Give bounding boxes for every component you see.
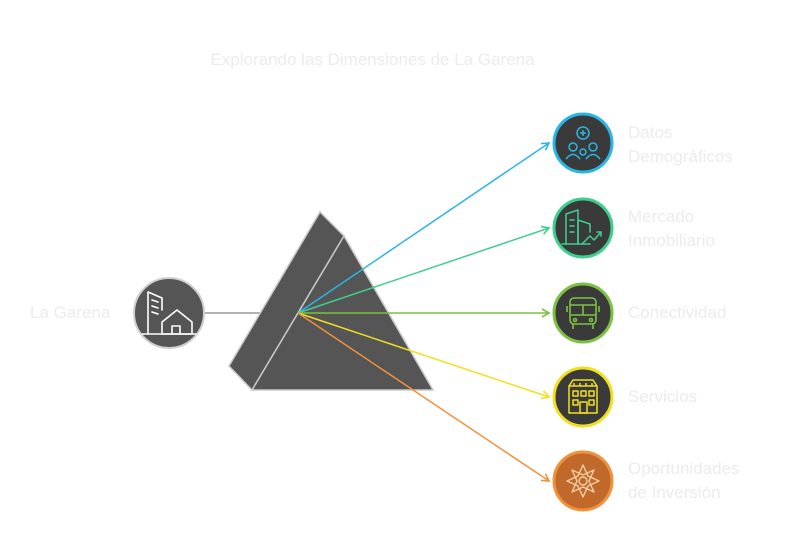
node-servicios: [552, 366, 614, 428]
buildings-house-icon: [141, 291, 197, 335]
label-conectividad: Conectividad: [628, 301, 788, 325]
ray-servicios: [297, 312, 551, 400]
label-datos-demograficos: Datos Demográficos: [628, 121, 788, 169]
people-group-icon: [565, 126, 601, 160]
label-mercado-inmobiliario: Mercado Inmobiliario: [628, 205, 788, 253]
output-rays: [297, 142, 551, 482]
label-line: Demográficos: [628, 147, 733, 166]
diagram-title: Explorando las Dimensiones de La Garena: [210, 50, 535, 69]
label-oportunidades-inversion: Oportunidades de Inversión: [628, 457, 788, 505]
prism: [228, 210, 435, 392]
ray-datos-demograficos: [297, 142, 551, 314]
label-line: de Inversión: [628, 483, 721, 502]
label-line: Servicios: [628, 387, 697, 406]
investment-star-icon: [566, 464, 600, 498]
node-datos-demograficos: [552, 112, 614, 174]
ray-mercado-inmobiliario: [297, 225, 551, 314]
node-oportunidades-inversion: [552, 450, 614, 512]
node-conectividad: [552, 282, 614, 344]
label-line: Datos: [628, 123, 673, 142]
label-line: Mercado: [628, 207, 695, 226]
label-line: Oportunidades: [628, 459, 740, 478]
source-node: [133, 277, 205, 349]
bus-icon: [566, 297, 600, 329]
node-mercado-inmobiliario: [552, 197, 614, 259]
source-label: La Garena: [30, 303, 111, 322]
buildings-growth-icon: [561, 209, 602, 245]
store-building-icon: [568, 379, 598, 414]
label-servicios: Servicios: [628, 385, 788, 409]
label-line: Inmobiliario: [628, 231, 715, 250]
label-line: Conectividad: [628, 303, 727, 322]
ray-oportunidades: [297, 312, 551, 482]
